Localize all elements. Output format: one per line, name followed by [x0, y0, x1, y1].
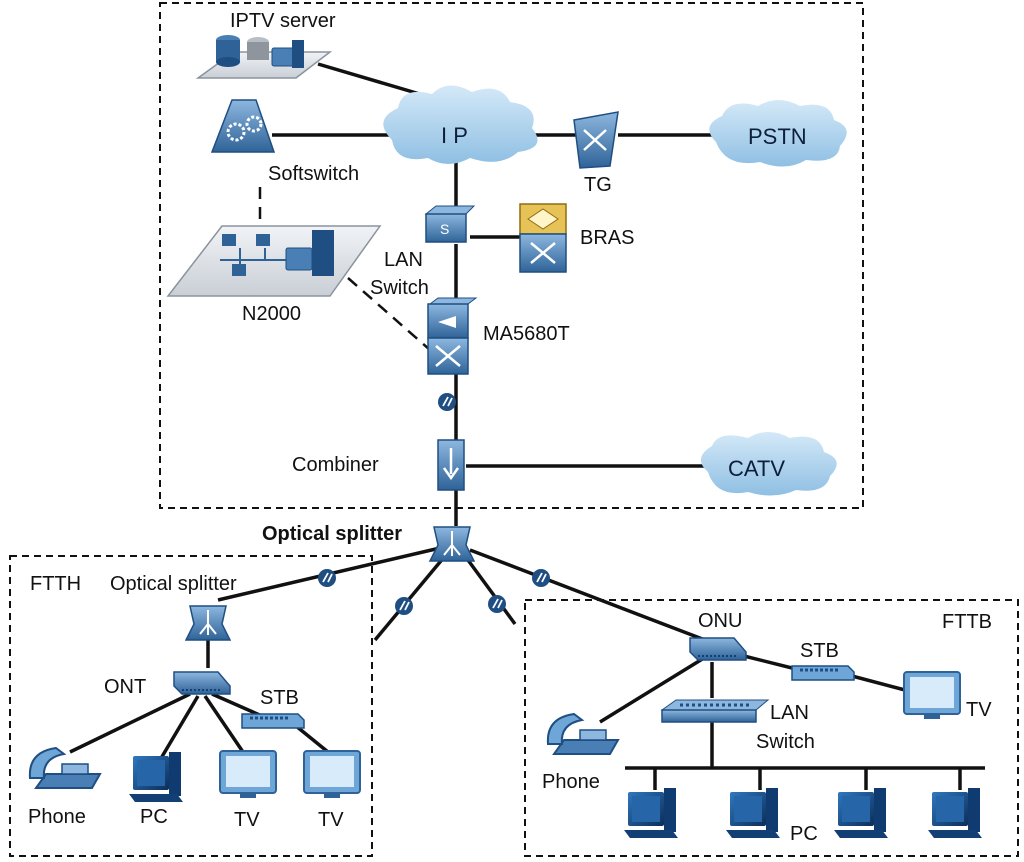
iptv-server-label: IPTV server — [230, 10, 336, 32]
ip-cloud-icon — [383, 85, 538, 164]
link-ont-phone — [69, 692, 191, 754]
fttb-pc-icon — [624, 788, 678, 838]
ftth-optical-splitter-label: Optical splitter — [110, 573, 237, 595]
ip-cloud-label: I P — [441, 123, 468, 148]
bras-icon — [519, 203, 567, 273]
tg-label: TG — [584, 174, 612, 196]
fiber-marker — [394, 596, 414, 616]
fiber-marker — [317, 568, 337, 588]
ftth-stb-icon — [240, 712, 306, 730]
ftth-phone-label: Phone — [28, 806, 86, 828]
fttb-phone-label: Phone — [542, 771, 600, 793]
fiber-marker — [531, 568, 551, 588]
ftth-tv1-label: TV — [234, 809, 260, 831]
fttb-lan-switch-label-line1: LAN — [770, 702, 809, 724]
tg-icon — [573, 111, 619, 169]
ftth-title: FTTH — [30, 573, 81, 595]
lan-switch-label-line2: Switch — [370, 277, 429, 299]
ftth-optical-splitter-icon — [185, 605, 231, 641]
lan-switch-icon: S — [424, 205, 476, 243]
fttb-stb-icon — [790, 664, 856, 682]
fttb-phone-icon — [546, 713, 619, 755]
fttb-tv-icon — [903, 671, 961, 720]
ftth-pc-icon — [129, 752, 183, 802]
ftth-phone-icon — [28, 747, 101, 789]
ftth-tv2-icon — [303, 750, 361, 799]
fttb-pc-icon — [928, 788, 982, 838]
optical-splitter-label: Optical splitter — [262, 523, 402, 545]
fttb-tv-label: TV — [966, 699, 992, 721]
fttb-lan-switch-icon — [660, 699, 770, 723]
fiber-marker — [487, 594, 507, 614]
fttb-stb-label: STB — [800, 640, 839, 662]
link-onu-stb — [743, 654, 801, 672]
onu-label: ONU — [698, 610, 742, 632]
link-splitter-branch-2 — [463, 554, 517, 626]
core-network-box — [159, 2, 864, 509]
svg-text:S: S — [440, 221, 449, 237]
ont-label: ONT — [104, 676, 146, 698]
softswitch-icon — [210, 99, 276, 153]
ftth-pc-label: PC — [140, 806, 168, 828]
combiner-icon — [437, 439, 465, 491]
fttb-pc-label: PC — [790, 823, 818, 845]
pstn-cloud-label: PSTN — [748, 124, 807, 149]
lan-bus-drops — [653, 768, 962, 790]
ftth-tv2-label: TV — [318, 809, 344, 831]
fttb-pc-icon — [834, 788, 888, 838]
pstn-cloud-icon — [709, 100, 847, 167]
fttb-lan-switch-label-line2: Switch — [756, 731, 815, 753]
softswitch-label: Softswitch — [268, 163, 359, 185]
n2000-label: N2000 — [242, 303, 301, 325]
link-splitter-branch-1 — [373, 554, 447, 642]
onu-icon — [689, 637, 747, 661]
n2000-icon — [166, 225, 382, 297]
bras-label: BRAS — [580, 227, 634, 249]
olt-icon — [427, 297, 478, 375]
ont-icon — [173, 671, 231, 695]
link-stb-tv-fttb — [851, 674, 906, 692]
optical-splitter-icon — [429, 526, 475, 562]
fttb-title: FTTB — [942, 611, 992, 633]
ftth-box — [9, 555, 373, 857]
link-ont-pc — [158, 695, 200, 761]
ftth-stb-label: STB — [260, 687, 299, 709]
link-splitter-fttb — [469, 548, 706, 642]
combiner-label: Combiner — [292, 454, 379, 476]
fttb-pc-icon — [726, 788, 780, 838]
fttb-box — [524, 599, 1019, 857]
fiber-marker — [437, 392, 457, 412]
link-ont-tv — [203, 695, 245, 753]
iptv-server-icon — [195, 35, 333, 79]
catv-cloud-label: CATV — [728, 456, 785, 481]
ftth-tv1-icon — [219, 750, 277, 799]
link-onu-phone — [599, 656, 705, 724]
olt-label: MA5680T — [483, 323, 570, 345]
catv-cloud-icon — [700, 432, 837, 496]
link-stb-tv — [294, 724, 330, 754]
link-n2000-olt — [347, 277, 431, 351]
lan-switch-label-line1: LAN — [384, 249, 423, 271]
link-ont-stb — [211, 692, 263, 718]
